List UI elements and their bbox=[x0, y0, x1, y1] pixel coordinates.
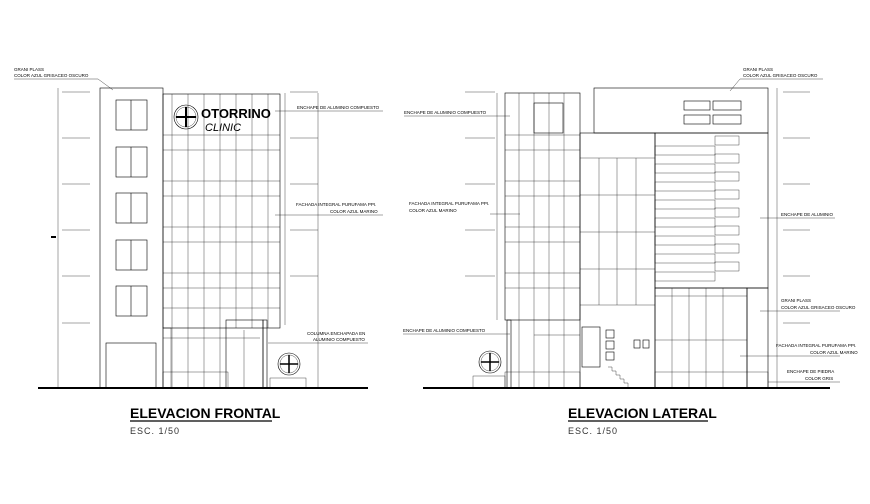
granite-lower-block bbox=[746, 287, 769, 389]
lateral-annotations: GRANI PLASS COLOR AZUL GRISACEO OSCURO E… bbox=[403, 67, 858, 383]
round-logo-emblem bbox=[269, 352, 307, 389]
front-annotations: GRANI PLASS COLOR AZUL GRISACEO OSCURO E… bbox=[14, 67, 383, 344]
lateral-curtain-wall bbox=[504, 92, 581, 389]
stone-base-left bbox=[504, 371, 581, 389]
level-markers-left bbox=[62, 91, 90, 324]
windows bbox=[115, 99, 148, 317]
center-panel bbox=[579, 132, 656, 389]
sign-otorrino: OTORRINO bbox=[201, 106, 271, 121]
sign-clinic: CLINIC bbox=[205, 122, 241, 134]
label-curtain-facade: FACHADA INTEGRAL PURUFAMA PPI. bbox=[296, 202, 376, 207]
label-granite-top: GRANI PLASS bbox=[743, 67, 773, 72]
label-aluminum-right: ENCHAPE DE ALUMINIO bbox=[781, 212, 834, 217]
label-granite-top-color: COLOR AZUL GRISACEO OSCURO bbox=[743, 73, 818, 78]
top-windows bbox=[683, 100, 742, 125]
round-logo-emblem-lateral bbox=[472, 350, 506, 389]
label-facade-color: COLOR AZUL MARINO bbox=[330, 209, 378, 214]
label-facade-low: FACHADA INTEGRAL PURUFAMA PPI. bbox=[776, 343, 856, 348]
aluminum-panel-right bbox=[654, 132, 769, 389]
label-column-material: ALUMINIO COMPUESTO bbox=[313, 337, 365, 342]
label-stone-color: COLOR GRIS bbox=[805, 376, 833, 381]
label-granite-low: GRANI PLASS bbox=[781, 298, 811, 303]
label-facade: FACHADA INTEGRAL PURUFAMA PPI. bbox=[409, 201, 489, 206]
label-aluminum-cladding: ENCHAPE DE ALUMINIO COMPUESTO bbox=[297, 105, 380, 110]
granite-top-block bbox=[593, 87, 769, 134]
label-column: COLUMNA ENCHAPADA EN bbox=[307, 331, 365, 336]
label-granite: GRANI PLASS bbox=[14, 67, 44, 72]
lateral-elevation-scale: ESC. 1/50 bbox=[568, 426, 618, 436]
front-elevation-scale: ESC. 1/50 bbox=[130, 426, 180, 436]
front-elevation: OTORRINO CLINIC GRANI PLASS COLOR AZUL G… bbox=[14, 67, 383, 436]
front-elevation-title: ELEVACION FRONTAL bbox=[130, 405, 281, 421]
clinic-sign: OTORRINO CLINIC bbox=[173, 104, 271, 134]
lateral-elevation-title: ELEVACION LATERAL bbox=[568, 405, 717, 421]
lateral-elevation: GRANI PLASS COLOR AZUL GRISACEO OSCURO E… bbox=[403, 67, 858, 436]
stone-planter bbox=[162, 371, 229, 389]
label-facade-color: COLOR AZUL MARINO bbox=[409, 208, 457, 213]
label-granite-color: COLOR AZUL GRISACEO OSCURO bbox=[14, 73, 89, 78]
entrance-door bbox=[225, 319, 264, 389]
label-granite-low-color: COLOR AZUL GRISACEO OSCURO bbox=[781, 305, 856, 310]
label-facade-low-color: COLOR AZUL MARINO bbox=[810, 350, 858, 355]
curtain-wall bbox=[162, 93, 281, 389]
label-aluminum-low: ENCHAPE DE ALUMINIO COMPUESTO bbox=[403, 328, 486, 333]
label-aluminum-top: ENCHAPE DE ALUMINIO COMPUESTO bbox=[404, 110, 487, 115]
stone-base-right bbox=[654, 371, 769, 389]
label-stone: ENCHAPE DE PIEDRA bbox=[787, 369, 834, 374]
garage-door bbox=[105, 342, 157, 389]
